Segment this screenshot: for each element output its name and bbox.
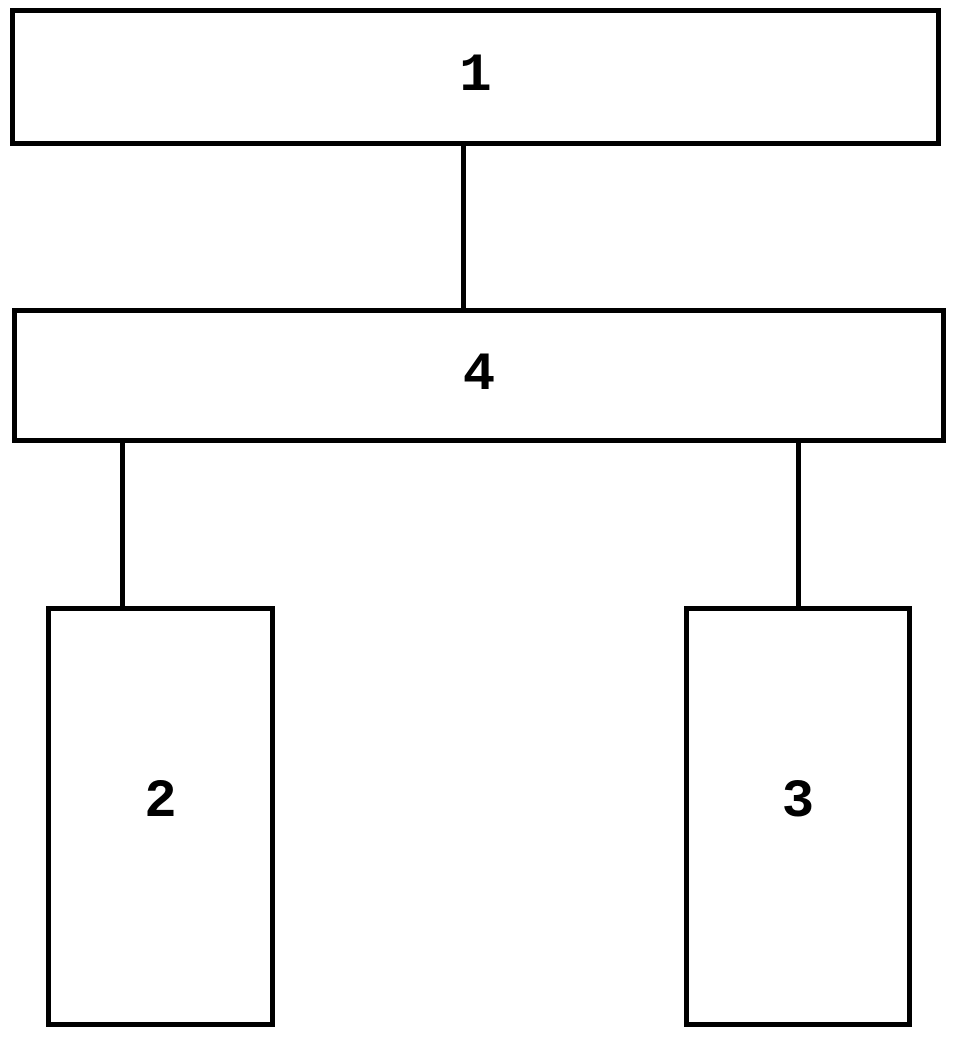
- block-2-box: 2: [46, 606, 275, 1027]
- block-1-box: 1: [10, 8, 941, 146]
- connector-line-4-to-3: [796, 440, 801, 610]
- block-4-label: 4: [462, 344, 496, 406]
- block-3-label: 3: [781, 771, 815, 833]
- block-4-box: 4: [12, 308, 946, 443]
- connector-line-4-to-2: [120, 440, 125, 610]
- block-1-label: 1: [459, 46, 492, 107]
- block-2-label: 2: [144, 771, 177, 833]
- block-3-box: 3: [684, 606, 912, 1027]
- connector-line-1-to-4: [461, 142, 466, 312]
